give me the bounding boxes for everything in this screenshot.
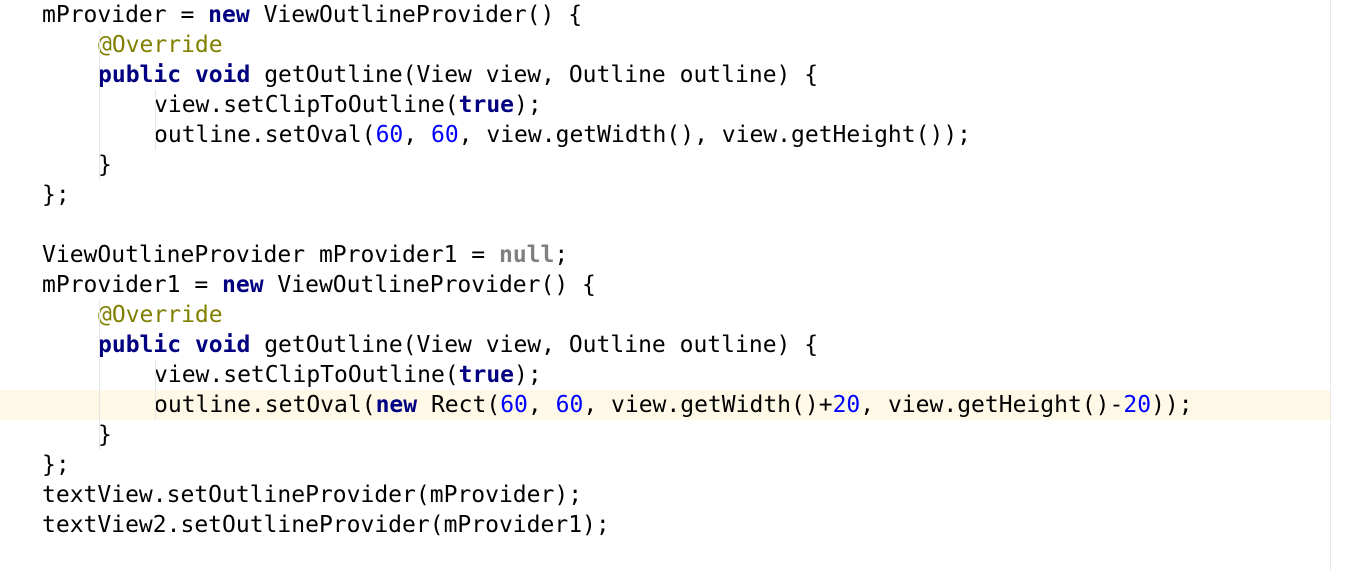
indent-guide: [99, 360, 100, 390]
code-token-kw: public: [98, 332, 182, 358]
code-token-plain: view.setClipToOutline(: [154, 92, 459, 118]
code-token-plain: outline.setOval(: [154, 392, 376, 418]
code-line[interactable]: @Override: [0, 30, 1330, 60]
code-token-plain: getOutline(View view, Outline outline) {: [250, 332, 819, 358]
code-line[interactable]: ViewOutlineProvider mProvider1 = null;: [0, 240, 1330, 270]
code-token-num: 60: [500, 392, 528, 418]
code-token-plain: textView.setOutlineProvider(mProvider);: [42, 482, 583, 508]
code-line[interactable]: textView.setOutlineProvider(mProvider);: [0, 480, 1330, 510]
code-line[interactable]: public void getOutline(View view, Outlin…: [0, 330, 1330, 360]
code-token-plain: textView2.setOutlineProvider(mProvider1)…: [42, 512, 610, 538]
code-token-plain: ;: [554, 242, 569, 268]
code-line[interactable]: @Override: [0, 300, 1330, 330]
indent-guide: [99, 90, 100, 120]
indent-guide: [155, 390, 156, 420]
code-token-plain: };: [42, 452, 70, 478]
code-token-plain: , view.getWidth()+: [583, 392, 833, 418]
code-line-current[interactable]: outline.setOval(new Rect(60, 60, view.ge…: [0, 390, 1330, 420]
code-line[interactable]: }: [0, 150, 1330, 180]
indent-guide: [99, 150, 100, 180]
code-token-plain: ViewOutlineProvider mProvider1 =: [42, 242, 499, 268]
code-line[interactable]: };: [0, 450, 1330, 480]
indent-guide: [155, 120, 156, 150]
code-token-plain: );: [514, 362, 542, 388]
code-line[interactable]: }: [0, 420, 1330, 450]
code-token-kw: new: [222, 272, 264, 298]
code-token-num: 60: [375, 122, 404, 148]
indent-guide: [155, 90, 156, 120]
indent-guide: [99, 390, 100, 420]
code-token-kw: new: [375, 392, 418, 418]
indent-guide: [99, 420, 100, 450]
code-token-plain: };: [42, 182, 70, 208]
code-token-nul: null: [498, 242, 555, 268]
code-token-plain: ));: [1151, 392, 1193, 418]
code-area[interactable]: mProvider = new ViewOutlineProvider() {@…: [0, 0, 1330, 540]
code-token-ann: @Override: [98, 32, 223, 58]
indent-guide: [99, 330, 100, 360]
right-margin-guide: [1330, 0, 1331, 570]
code-token-num: 20: [1123, 392, 1152, 418]
code-line[interactable]: [0, 210, 1330, 240]
code-token-kw: void: [194, 332, 251, 358]
code-token-plain: , view.getWidth(), view.getHeight());: [458, 122, 972, 148]
code-line[interactable]: view.setClipToOutline(true);: [0, 360, 1330, 390]
code-token-plain: getOutline(View view, Outline outline) {: [250, 62, 819, 88]
code-line[interactable]: view.setClipToOutline(true);: [0, 90, 1330, 120]
code-line[interactable]: mProvider = new ViewOutlineProvider() {: [0, 0, 1330, 30]
code-token-plain: ,: [527, 392, 556, 418]
indent-guide: [99, 300, 100, 330]
code-token-plain: }: [98, 152, 112, 178]
code-token-plain: );: [514, 92, 542, 118]
code-token-plain: ViewOutlineProvider() {: [249, 2, 583, 28]
code-line[interactable]: mProvider1 = new ViewOutlineProvider() {: [0, 270, 1330, 300]
code-token-kw: void: [194, 62, 251, 88]
code-token-plain: view.setClipToOutline(: [154, 362, 459, 388]
code-token-plain: ViewOutlineProvider() {: [263, 272, 596, 298]
code-token-plain: }: [98, 422, 112, 448]
code-token-num: 60: [430, 122, 459, 148]
code-token-plain: [181, 332, 195, 358]
code-line[interactable]: };: [0, 180, 1330, 210]
code-token-plain: outline.setOval(: [154, 122, 376, 148]
code-token-plain: Rect(: [417, 392, 501, 418]
code-token-num: 60: [555, 392, 584, 418]
indent-guide: [99, 120, 100, 150]
code-token-kw: true: [458, 362, 515, 388]
code-token-plain: mProvider1 =: [42, 272, 223, 298]
code-token-kw: true: [458, 92, 515, 118]
code-token-plain: [181, 62, 195, 88]
code-line[interactable]: textView2.setOutlineProvider(mProvider1)…: [0, 510, 1330, 540]
code-token-kw: public: [98, 62, 182, 88]
code-token-plain: , view.getHeight()-: [860, 392, 1124, 418]
indent-guide: [155, 360, 156, 390]
code-token-num: 20: [832, 392, 861, 418]
code-token-plain: ,: [403, 122, 431, 148]
code-line[interactable]: outline.setOval(60, 60, view.getWidth(),…: [0, 120, 1330, 150]
indent-guide: [99, 60, 100, 90]
code-token-kw: new: [208, 2, 250, 28]
code-line[interactable]: public void getOutline(View view, Outlin…: [0, 60, 1330, 90]
code-token-ann: @Override: [98, 302, 223, 328]
indent-guide: [99, 30, 100, 60]
code-token-plain: mProvider =: [42, 2, 209, 28]
